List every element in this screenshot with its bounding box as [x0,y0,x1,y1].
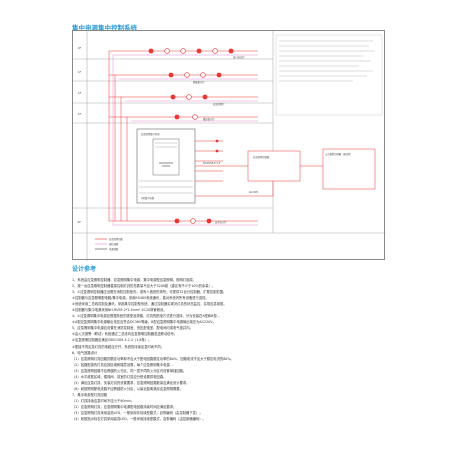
note-line: 2、按一台应急照明控制器直接控制灯具的总数量不应大于3200套（建议有不少于10… [72,284,216,289]
row-separators [73,58,386,234]
lighting-controller [247,150,301,182]
control-bus [195,165,323,197]
communication-lines [112,54,258,226]
controller-title: 应急照明控制器 [253,155,270,159]
note-line: 3、①应急照明控制器应设置在消防控制室内，或有人值班的场所；可提供32台分控制器… [72,290,227,295]
device-label: 应急照明灯 [213,102,225,106]
emergency-lamp-icon [168,72,174,78]
design-reference-title: 设计参考 [72,266,97,273]
note-line: ④控制器与集中电源采用NH-RVSP-2*1.5mm²-SC20穿管敷设。 [72,308,167,313]
row-label: 1F [78,70,82,74]
note-line: （5）满足应急灯具、安装灯具的设置要求，应急照明回路数量应满足设计要求。 [72,380,190,385]
legend-item: 应急照明回路 [109,237,123,241]
note-line: （6）疏散照明配电线路不应跨越防火分区，以最近距离满足应急照明需要。 [72,386,183,391]
emergency-lamp-icon [170,94,176,100]
note-line: （2）应急照明灯具，应急照明集中电源配电回路持续时间应满足要求； [72,404,177,409]
note-line: ④应急照明控制器应满足GB51309-3.2.4（1-8条）。 [72,338,152,343]
note-line: （2）回路配接的灯具应按区域和楼层设置，每个应急照明集中电源... [72,362,173,367]
device-label: 疏散指示灯 [193,80,205,84]
cabinet-title: 应急照明集中电源 [141,132,160,136]
note-line: （3）应急照明回路不应跨越防火分区，同一层不同防火分区可设置单独回路。 [72,368,187,373]
lamp-icons-b1 [174,218,212,224]
evacuation-sign-icon [200,72,206,78]
note-line: 4、①应急照明集中电源应根据系统的类型及规模、灯具的配电方式进行选择，分为安装在… [72,314,220,319]
exit-sign-icon [192,114,198,120]
row-label: 1F [78,112,82,116]
power-label: AC220V [249,191,259,194]
legend: 应急照明回路 通信线路 电源线路 [95,237,123,251]
note-line: 7、集中电源型灯具回路 [72,392,108,397]
emergency-lamp-icon [202,94,208,100]
diagram-svg: 2F 1F 1F 1F -1F [73,31,386,261]
note-line: （4）疏散指示标志灯具采用高亮LED，一般采用持续型模式，自带编码（由控制器编码… [72,417,206,422]
lamp-icons-2f [148,48,234,54]
evacuation-sign-icon [180,48,186,54]
row-label: -1F [77,220,81,224]
note-line: ②控制器与应急照明配电箱/集中电源，采用RS485系统通讯，能对系统内所有设备进… [72,296,209,301]
emergency-lamp-icon [148,48,154,54]
note-line: ⑤配接不同应急灯具的电缆应分开，系统的持续应急时间不同。 [72,344,164,349]
note-line: （1）灯具持续应急时间不应小于90min； [72,398,134,403]
note-line: （3）应急照明灯具采用高亮LED，一般采用非持续型模式，自带编码（由控制器下发）… [72,411,203,416]
diagram-note-box [275,34,383,116]
note-line: 6、电气回路设计 [72,350,98,355]
fire-panel-title: 火灾报警控制器（联动型） [325,152,353,156]
note-line: （1）应急照明灯具回路的额定功率和不应大于配电回路额定功率的80%，回路电流不应… [72,356,234,361]
note-line: ③由火灾报警（联动）系统通过二总线向应急照明控制器发送联动信号。 [72,332,178,337]
exit-sign-icon [164,48,170,54]
emergency-lamp-icon [206,218,212,224]
device-label: 楼层指示灯 [203,117,215,121]
exit-sign-icon [212,48,218,54]
exit-sign-icon [184,72,190,78]
exit-sign-icon [190,218,196,224]
legend-item: 电源线路 [109,247,119,251]
note-line: ③系统采用二总线控制及通讯，采用集中控制型系统，通过控制器实现对灯具的状态监控，… [72,302,227,307]
design-notes: 1、系统由应急照明控制器、应急照明集中电源、集中电源型应急照明、照明灯组成。 2… [72,277,385,422]
device-label: 出口标志灯 [233,55,245,59]
system-diagram: 2F 1F 1F 1F -1F [72,30,386,261]
row-label: 2F [78,46,82,50]
lamp-icons-1f-b [170,94,208,100]
bus-label: NH-RVSP-2*1.5 [203,162,221,165]
row-label: 1F [78,91,82,95]
fire-alarm-panel [322,148,376,190]
emergency-lamp-icon [228,48,234,54]
cabinet-sub: A型集中电源 [141,196,155,200]
lamp-icons-1f [168,72,222,78]
note-line: 1、系统由应急照明控制器、应急照明集中电源、集中电源型应急照明、照明灯组成。 [72,278,197,282]
page-title: 集中电源集中控制系统 [72,24,137,32]
emergency-lamp-icon [174,218,180,224]
lamp-icons-1f-c [174,114,198,120]
battery-module [152,138,180,176]
emergency-lamp-icon [216,72,222,78]
emergency-lamp-icon [174,114,180,120]
exit-sign-icon [186,94,192,100]
cabinet-outputs [195,140,223,182]
note-line: 5、应急照明集中电源应设置在消防控制室、低压配电室、配电间内或电气竖井内。 [72,326,193,331]
emergency-lamp-icon [196,48,202,54]
note-line: （4）水平疏散区域、楼梯间、前室的灯具应分别设置供电回路。 [72,374,167,379]
note-line: ②A型应急照明集中电源输出电压应符合DC36V等级，B型应急照明集中电源输出电压… [72,320,216,325]
legend-item: 通信线路 [109,242,119,246]
device-label: 安全出口灯 [215,220,227,224]
